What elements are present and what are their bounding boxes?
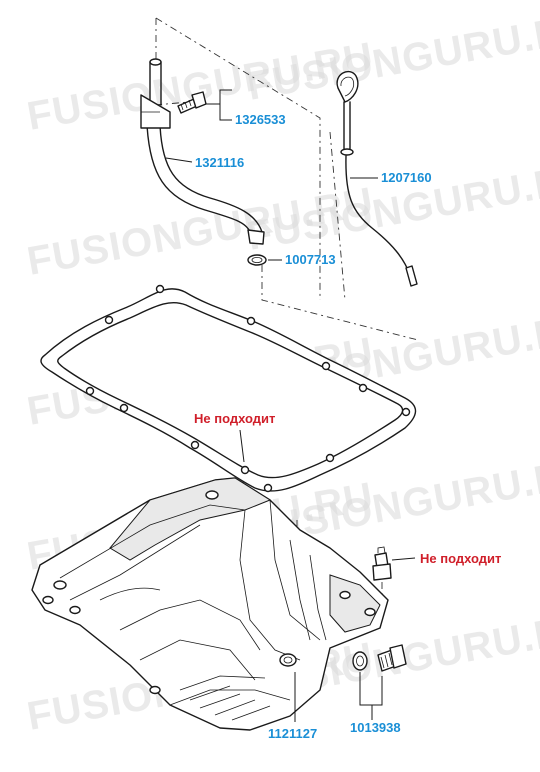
part-number-1013938: 1013938 <box>350 720 401 735</box>
dipstick-tube[interactable] <box>140 58 265 245</box>
part-labels: 1326533 1321116 1207160 1007713 1121127 … <box>194 112 501 741</box>
part-number-1121127: 1121127 <box>268 726 317 741</box>
oil-pan-gasket[interactable] <box>40 284 417 493</box>
bolt-fit-note: Не подходит <box>420 551 501 566</box>
part-number-1326533: 1326533 <box>235 112 286 127</box>
bolt-1326533[interactable] <box>177 91 207 114</box>
part-number-1321116: 1321116 <box>195 155 244 170</box>
leader-lines <box>165 89 416 722</box>
dipstick-1207160[interactable] <box>336 70 418 287</box>
part-number-1007713: 1007713 <box>285 252 336 267</box>
gasket-fit-note: Не подходит <box>194 411 275 426</box>
watermark: FUSIONGURU.RU <box>244 5 540 109</box>
drain-plug-1013938[interactable] <box>352 644 407 672</box>
oil-pan-1121127[interactable] <box>31 477 389 731</box>
o-ring-1007713[interactable] <box>247 254 267 266</box>
part-number-1207160: 1207160 <box>381 170 432 185</box>
side-bolt[interactable] <box>372 546 392 581</box>
